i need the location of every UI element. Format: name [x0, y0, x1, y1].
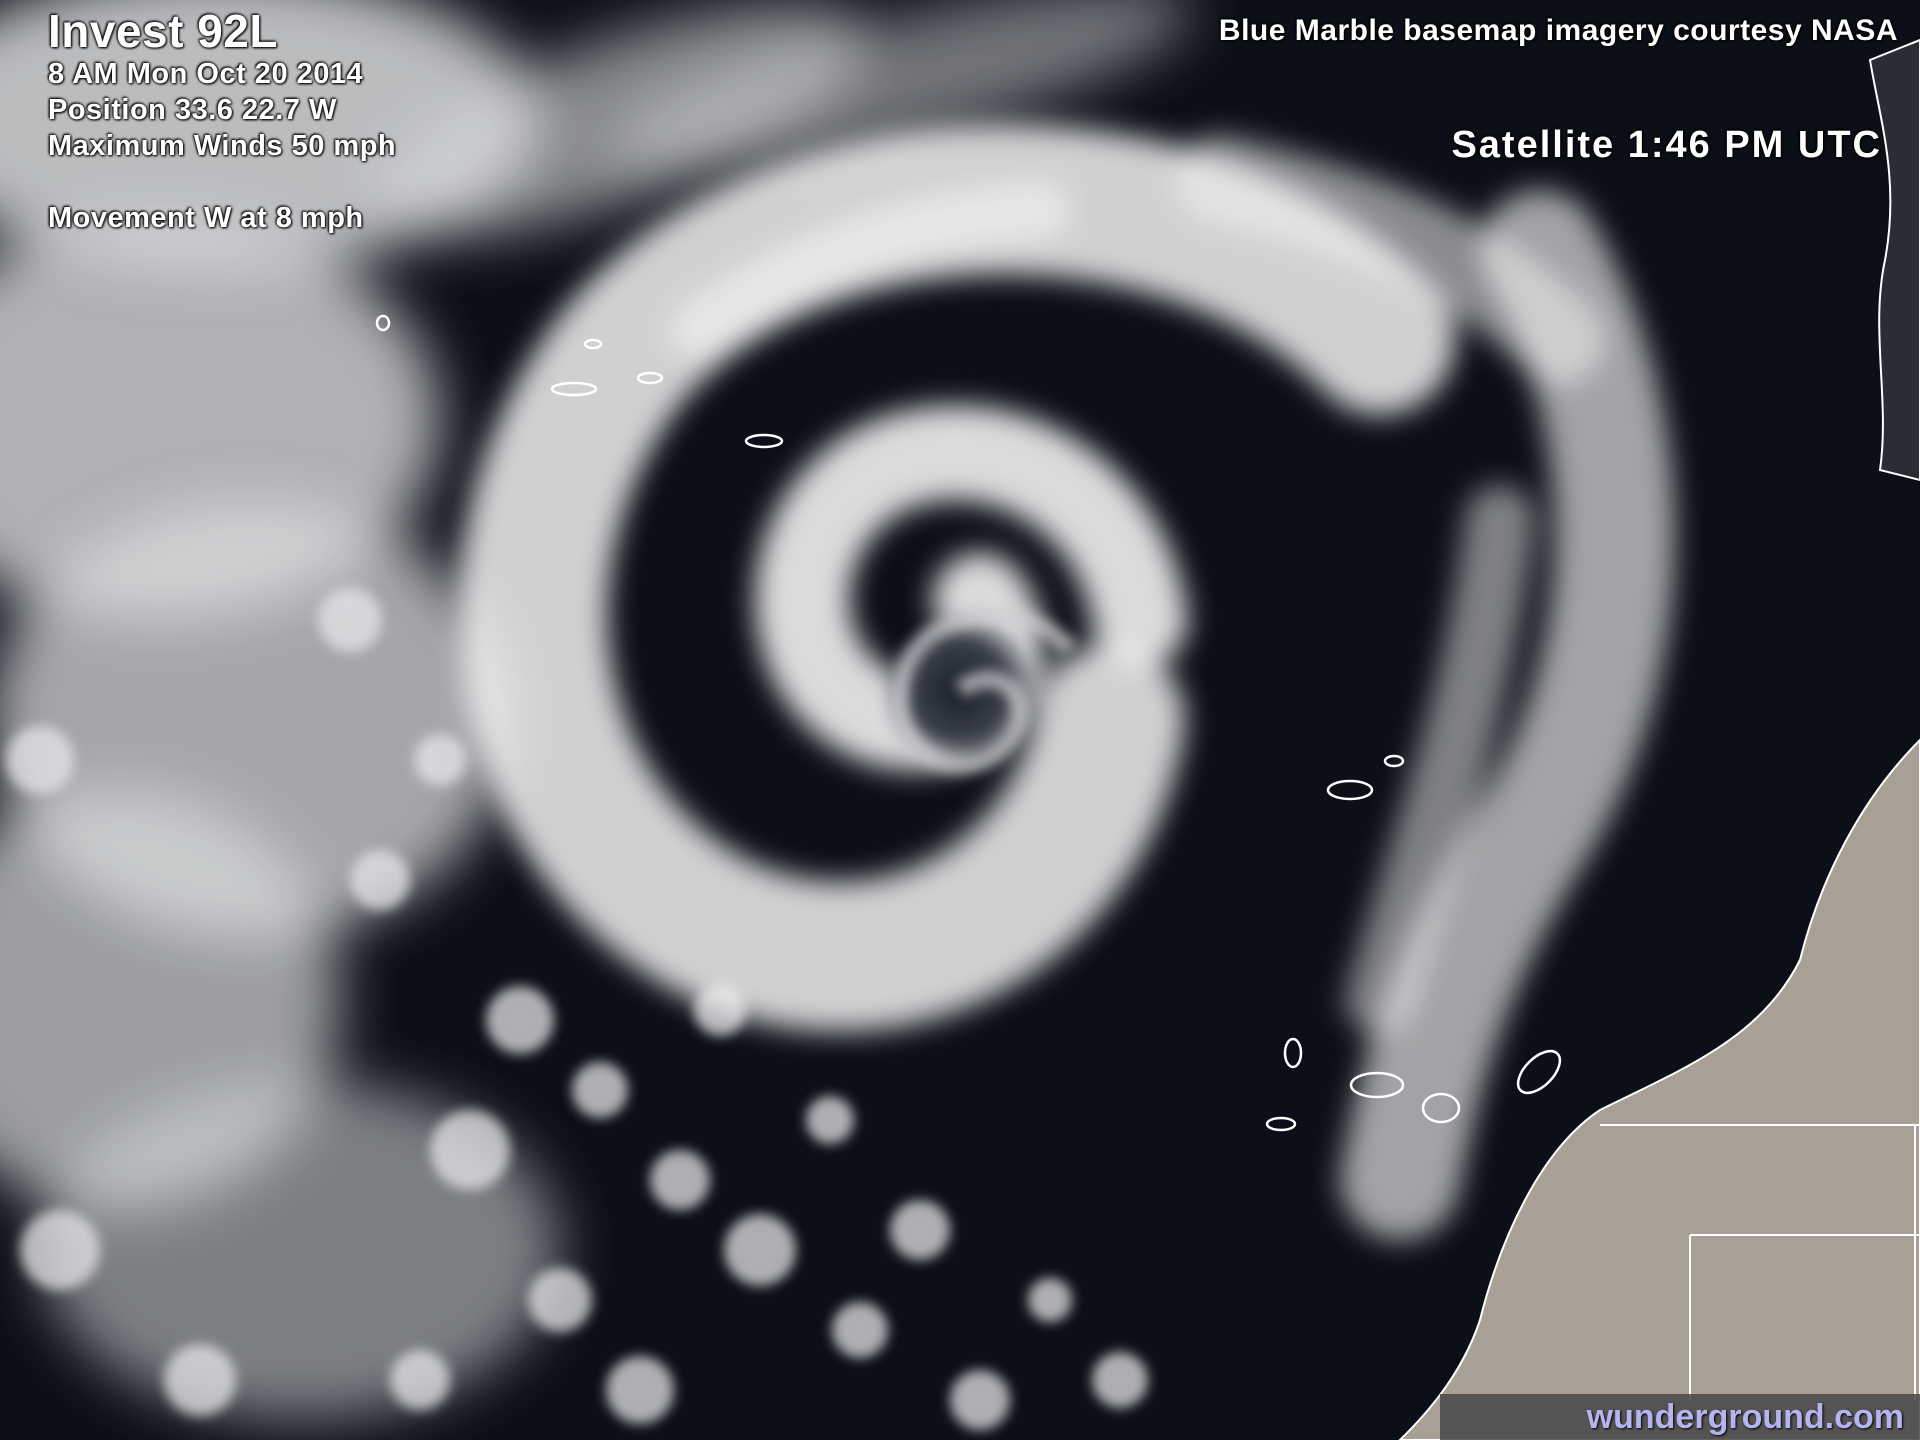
spacer [48, 164, 396, 200]
canary-island-3 [1421, 1092, 1461, 1124]
storm-name: Invest 92L [48, 5, 278, 57]
azores-island-5 [744, 433, 784, 449]
azores-island-1 [375, 314, 391, 332]
canary-island-4 [1516, 1049, 1562, 1095]
storm-movement: Movement W at 8 mph [48, 202, 364, 234]
african-coast [1398, 738, 1920, 1440]
azores-island-3 [636, 371, 664, 385]
satellite-timestamp: Satellite 1:46 PM UTC [1451, 124, 1882, 166]
land-masses [1398, 38, 1920, 1440]
iberian-coast [1868, 38, 1920, 482]
canary-island-5 [1283, 1037, 1303, 1069]
storm-cloud-bands [457, 124, 1675, 1240]
madeira-islet [1383, 754, 1405, 768]
cumulus-field [6, 588, 1148, 1430]
madeira-island [1326, 779, 1374, 801]
storm-center [880, 606, 1077, 774]
canary-island-1 [1265, 1116, 1297, 1132]
storm-datetime: 8 AM Mon Oct 20 2014 [48, 58, 364, 90]
azores-island-2 [550, 381, 598, 397]
azores-island-4 [583, 338, 603, 350]
imagery-credit: Blue Marble basemap imagery courtesy NAS… [1218, 14, 1898, 47]
storm-position: Position 33.6 22.7 W [48, 94, 337, 126]
brand-watermark[interactable]: wunderground.com [1586, 1398, 1904, 1436]
islands [375, 314, 1562, 1132]
northwest-cloud-deck [0, 0, 1192, 1420]
storm-max-winds: Maximum Winds 50 mph [48, 130, 397, 162]
brand-bar: wunderground.com [1440, 1394, 1920, 1440]
storm-info-panel: Invest 92L 8 AM Mon Oct 20 2014 Position… [48, 6, 396, 236]
canary-island-2 [1349, 1071, 1405, 1099]
